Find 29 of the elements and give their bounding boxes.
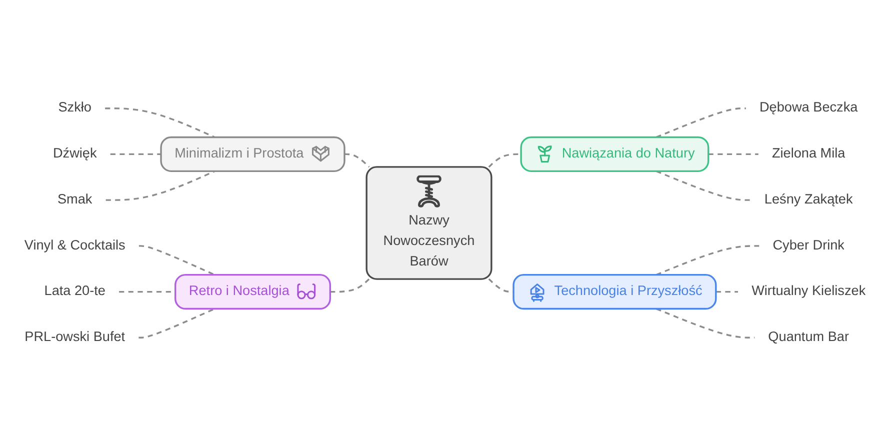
node-box: Technologia i Przyszłość — [512, 274, 717, 310]
node-text: Dębowa Beczka — [759, 100, 858, 116]
connector — [716, 290, 738, 293]
connector — [656, 308, 755, 339]
connector — [656, 245, 760, 276]
node-text: Dźwięk — [52, 146, 97, 161]
connector — [105, 108, 216, 138]
connector — [656, 108, 746, 138]
node-text: Zielona Mila — [772, 146, 846, 161]
node-text: Leśny Zakątek — [764, 192, 853, 207]
connector — [656, 170, 751, 201]
node-text: Szkło — [58, 100, 92, 116]
node-text: Wirtualny Kieliszek — [752, 284, 866, 299]
node-box: Nawiązania do Natury — [520, 136, 710, 172]
node-text: Lata 20-te — [44, 284, 106, 299]
node-text: PRL-owski Bufet — [24, 330, 126, 344]
connector — [138, 245, 216, 276]
connector — [330, 278, 370, 293]
connector — [138, 308, 216, 339]
node-text: Cyber Drink — [772, 238, 844, 253]
node-text: Smak — [57, 192, 92, 207]
node-box: Nazwy Nowoczesnych Barów — [366, 166, 492, 280]
connector — [708, 153, 758, 156]
node-text: Quantum Bar — [768, 330, 850, 344]
node-text: Vinyl & Cocktails — [24, 238, 126, 253]
node-box: Minimalizm i Prostota — [160, 136, 346, 172]
node-box: Retro i Nostalgia — [174, 274, 332, 310]
connector — [106, 170, 216, 201]
connector — [110, 153, 161, 156]
